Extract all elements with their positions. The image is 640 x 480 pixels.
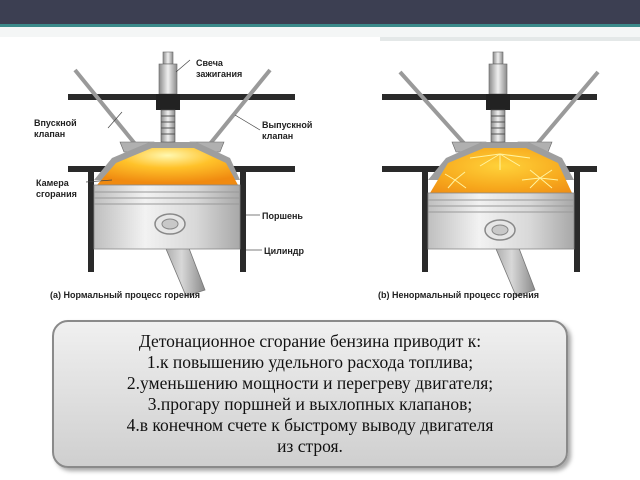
label-intake-valve-1: Впускной <box>34 118 77 128</box>
textbox-line-1: Детонационное сгорание бензина приводит … <box>138 331 482 351</box>
label-piston: Поршень <box>262 211 303 221</box>
label-intake-valve-2: клапан <box>34 129 65 139</box>
spark-plug <box>158 63 178 95</box>
exhaust-valve-stem <box>203 68 272 152</box>
label-spark-plug-1: Свеча <box>196 58 224 68</box>
engine-abnormal <box>382 51 600 297</box>
cylinder-wall-right <box>240 172 246 272</box>
slide-header-band <box>0 27 640 37</box>
label-cylinder: Цилиндр <box>264 246 305 256</box>
label-chamber-1: Камера <box>36 178 70 188</box>
caption-abnormal: (b) Ненормальный процесс горения <box>378 290 539 300</box>
textbox-line-6: из строя. <box>277 436 343 456</box>
textbox-line-5: 4.в конечном счете к быстрому выводу дви… <box>126 415 494 435</box>
textbox-line-3: 2.уменьшению мощности и перегреву двигат… <box>126 373 494 393</box>
engine-normal <box>68 51 295 297</box>
cylinder-head-top-left <box>68 94 295 100</box>
detonation-sparks <box>444 153 559 189</box>
slide-header-accent-line <box>0 24 640 27</box>
conclusion-textbox: Детонационное сгорание бензина приводит … <box>52 320 568 468</box>
caption-normal: (a) Нормальный процесс горения <box>50 290 200 300</box>
label-chamber-2: сгорания <box>36 189 77 199</box>
engine-combustion-diagram: Свеча зажигания Впускной клапан Выпускно… <box>34 51 600 300</box>
cylinder-wall-left <box>88 172 94 272</box>
label-spark-plug-2: зажигания <box>196 69 242 79</box>
slide-header-band-right <box>380 37 640 41</box>
slide-header-bar <box>0 0 640 24</box>
label-exhaust-valve-2: клапан <box>262 131 293 141</box>
textbox-line-4: 3.прогару поршней и выхлопных клапанов; <box>147 394 473 414</box>
label-exhaust-valve-1: Выпускной <box>262 120 312 130</box>
intake-valve-stem <box>73 68 142 152</box>
flame-normal <box>97 148 238 185</box>
textbox-line-2: 1.к повышению удельного расхода топлива; <box>146 352 474 372</box>
